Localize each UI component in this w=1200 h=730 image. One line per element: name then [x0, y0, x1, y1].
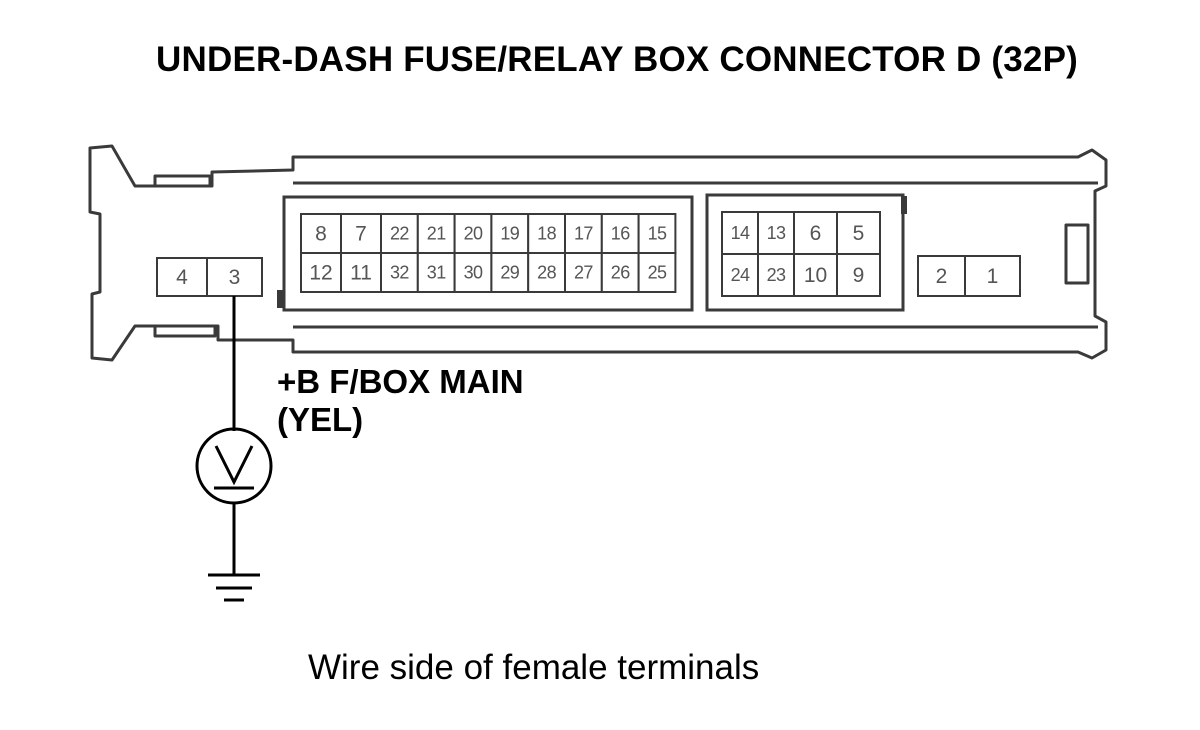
terminal-label-25: 25 [648, 263, 667, 283]
terminal-label-15: 15 [648, 224, 667, 244]
terminal-label-13: 13 [767, 223, 786, 243]
terminal-label-27: 27 [574, 263, 593, 283]
voltmeter-circle [195, 427, 273, 505]
connector-top-tab [153, 174, 212, 188]
terminal-label-9: 9 [853, 264, 865, 287]
terminal-label-21: 21 [427, 224, 446, 244]
terminal-label-19: 19 [500, 224, 519, 244]
terminal-2 [917, 255, 966, 297]
terminal-label-14: 14 [731, 223, 750, 243]
terminal-21 [416, 213, 456, 254]
wire-label-line1: +B F/BOX MAIN [277, 363, 524, 400]
terminal-label-26: 26 [611, 263, 630, 283]
ground-icon [208, 573, 260, 602]
terminal-label-10: 10 [804, 264, 827, 287]
connector-right-slot [1064, 223, 1090, 285]
wire-label: +B F/BOX MAIN (YEL) [277, 363, 524, 439]
voltmeter-symbol [214, 445, 254, 490]
terminal-label-11: 11 [350, 262, 372, 285]
terminal-label-31: 31 [427, 263, 446, 283]
terminal-1 [964, 255, 1021, 297]
terminal-26 [600, 252, 640, 293]
terminal-label-29: 29 [500, 263, 519, 283]
main-block-frame [282, 195, 694, 312]
terminal-label-30: 30 [464, 263, 483, 283]
terminal-label-24: 24 [731, 265, 750, 285]
terminal-label-28: 28 [537, 263, 556, 283]
terminal-label-5: 5 [853, 222, 865, 245]
terminal-label-8: 8 [315, 223, 327, 246]
terminal-label-3: 3 [229, 266, 241, 289]
terminal-label-18: 18 [537, 224, 556, 244]
v-glyph [214, 445, 254, 486]
terminal-label-22: 22 [390, 224, 409, 244]
terminal-label-4: 4 [176, 266, 188, 289]
terminal-label-1: 1 [987, 265, 999, 288]
terminal-27 [564, 252, 603, 293]
terminal-label-7: 7 [355, 223, 367, 246]
terminal-6 [793, 211, 838, 255]
test-lead [195, 296, 273, 575]
terminal-label-17: 17 [574, 224, 593, 244]
terminal-label-16: 16 [611, 224, 630, 244]
terminal-9 [836, 253, 881, 297]
terminal-22 [380, 213, 419, 254]
terminal-29 [490, 252, 530, 293]
terminal-13 [757, 211, 795, 255]
terminal-25 [637, 252, 677, 293]
terminal-3 [206, 257, 263, 297]
connector-bottom-tab [153, 324, 217, 338]
diagram-title: UNDER-DASH FUSE/RELAY BOX CONNECTOR D (3… [156, 40, 1078, 79]
terminal-15 [637, 213, 677, 254]
connector-housing [88, 144, 1108, 362]
terminal-label-23: 23 [767, 265, 786, 285]
terminal-label-2: 2 [936, 265, 948, 288]
terminal-30 [453, 252, 493, 293]
middle-block-frame [705, 193, 905, 312]
terminal-14 [721, 211, 759, 255]
terminal-32 [380, 252, 419, 293]
terminal-label-20: 20 [464, 224, 483, 244]
terminal-label-32: 32 [390, 263, 409, 283]
diagram-caption: Wire side of female terminals [308, 648, 760, 687]
terminal-11 [340, 252, 382, 293]
terminal-block-frames [277, 193, 907, 312]
terminal-label-6: 6 [810, 222, 822, 245]
terminal-10 [793, 253, 838, 297]
terminal-label-12: 12 [309, 262, 332, 285]
terminal-31 [416, 252, 456, 293]
terminal-7 [340, 213, 382, 254]
connector-left-flange [88, 144, 1108, 362]
wire-label-line2: (YEL) [277, 401, 364, 438]
